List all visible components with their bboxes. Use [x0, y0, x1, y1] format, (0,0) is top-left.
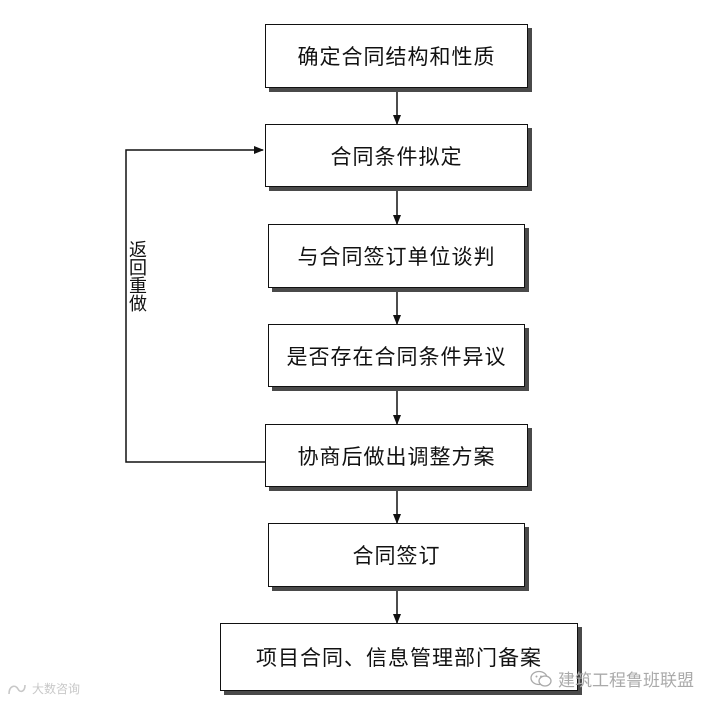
step-label-3: 与合同签订单位谈判 [297, 245, 496, 269]
step-box-1: 确定合同结构和性质 [265, 24, 528, 88]
step-box-6: 合同签订 [268, 523, 525, 587]
step-box-2: 合同条件拟定 [265, 124, 528, 187]
watermark-right-text: 建筑工程鲁班联盟 [558, 671, 694, 691]
loop-label: 返回重做 [126, 240, 147, 312]
step-label-4: 是否存在合同条件异议 [286, 344, 507, 369]
step-label-2: 合同条件拟定 [330, 144, 463, 169]
step-label-7: 项目合同、信息管理部门备案 [256, 646, 542, 670]
watermark-right: 建筑工程鲁班联盟 [530, 666, 694, 691]
loop-back-arrow [125, 146, 265, 463]
step-label-6: 合同签订 [352, 544, 441, 568]
step-box-3: 与合同签订单位谈判 [268, 224, 525, 288]
wechat-icon [530, 670, 552, 687]
step-box-7: 项目合同、信息管理部门备案 [220, 623, 578, 691]
step-label-1: 确定合同结构和性质 [297, 45, 496, 69]
step-box-5: 协商后做出调整方案 [265, 424, 528, 487]
watermark-left: 大数咨询 [6, 680, 80, 697]
watermark-logo-icon [8, 684, 26, 694]
watermark-left-text: 大数咨询 [32, 682, 81, 696]
step-label-5: 协商后做出调整方案 [297, 444, 496, 469]
step-box-4: 是否存在合同条件异议 [268, 324, 525, 387]
